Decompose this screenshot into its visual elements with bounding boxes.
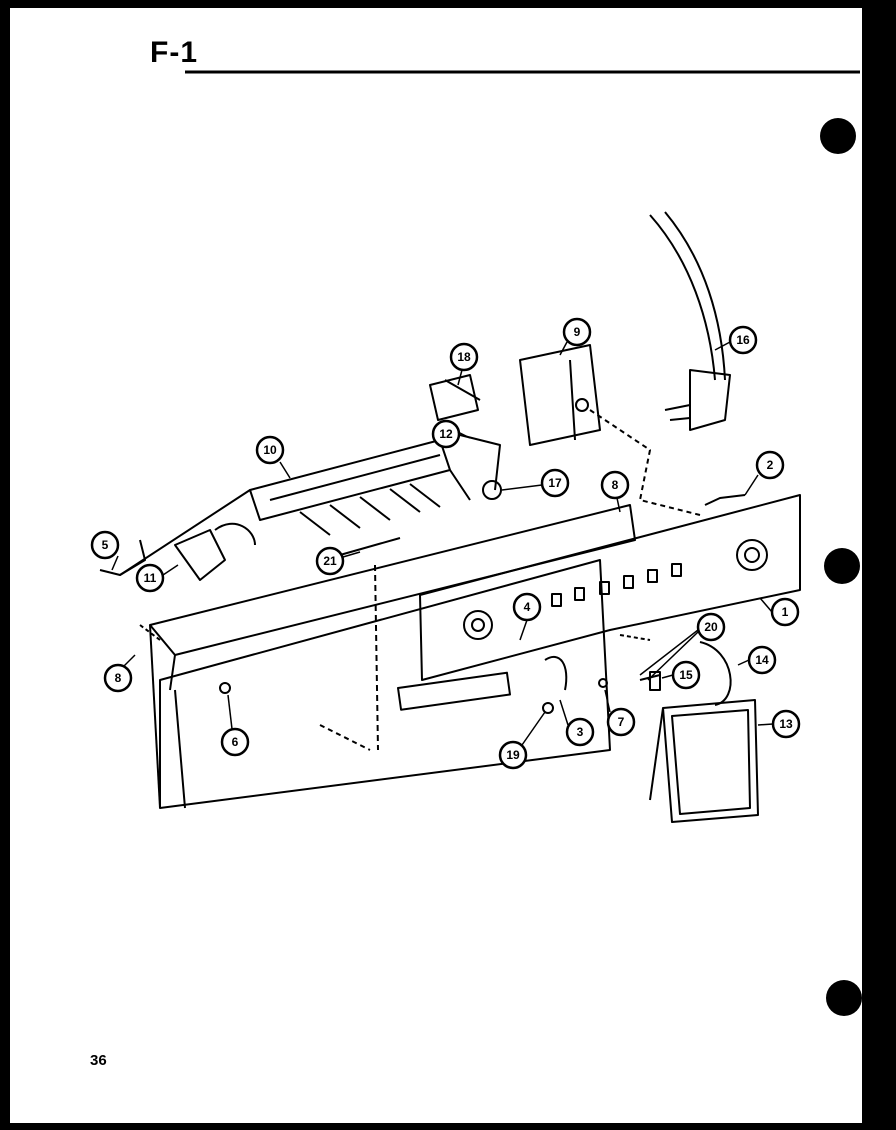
svg-text:7: 7 — [618, 715, 625, 729]
tube — [429, 374, 479, 421]
callout-7: 7 — [606, 707, 636, 737]
callout-5: 5 — [90, 530, 120, 560]
svg-text:4: 4 — [524, 600, 531, 614]
callout-11: 11 — [135, 563, 165, 593]
callout-3: 3 — [565, 717, 595, 747]
console-knob-left — [463, 610, 493, 640]
plug — [689, 369, 731, 431]
binder-hole-top — [820, 118, 856, 154]
timer-box — [519, 344, 601, 446]
front-plate — [159, 559, 611, 809]
console-knob-right — [736, 539, 768, 571]
svg-text:15: 15 — [679, 668, 693, 682]
console-knob-right-inner — [744, 547, 760, 563]
callout-12: 12 — [431, 419, 461, 449]
front-plate-lower — [174, 689, 186, 809]
frame-side — [149, 624, 161, 809]
page-number: 36 — [90, 1052, 107, 1069]
callout-2: 2 — [755, 450, 785, 480]
callout-21: 21 — [315, 546, 345, 576]
svg-text:14: 14 — [755, 653, 769, 667]
console-knob-left-inner — [471, 618, 485, 632]
svg-text:18: 18 — [457, 350, 471, 364]
lens-frame — [662, 699, 759, 823]
svg-text:11: 11 — [144, 571, 157, 585]
svg-text:1: 1 — [782, 605, 789, 619]
callout-14: 14 — [747, 645, 777, 675]
svg-text:17: 17 — [548, 476, 562, 490]
leader-lines — [111, 341, 774, 746]
svg-text:16: 16 — [736, 333, 750, 347]
dashed-vert — [374, 564, 379, 751]
callout-1: 1 — [770, 597, 800, 627]
frame-top — [119, 489, 251, 576]
callout-15: 15 — [671, 660, 701, 690]
timer-dashed — [589, 409, 701, 516]
svg-text:10: 10 — [263, 443, 277, 457]
console-face — [419, 494, 801, 681]
svg-text:8: 8 — [115, 671, 122, 685]
callout-6: 6 — [220, 727, 250, 757]
power-cord — [649, 214, 716, 381]
svg-text:12: 12 — [439, 427, 453, 441]
svg-text:2: 2 — [767, 458, 774, 472]
svg-text:8: 8 — [612, 478, 619, 492]
callout-13: 13 — [771, 709, 801, 739]
callout-markers: 1 2 3 4 5 6 7 8 8 9 10 11 12 13 14 15 16… — [90, 317, 801, 770]
callout-20: 20 — [696, 612, 726, 642]
back-panel-edge — [169, 654, 176, 691]
control-panel-assembly — [99, 211, 801, 823]
svg-text:3: 3 — [577, 725, 584, 739]
callout-16: 16 — [728, 325, 758, 355]
svg-text:6: 6 — [232, 735, 239, 749]
callout-8-panel: 8 — [600, 470, 630, 500]
front-plate-slot — [397, 671, 511, 711]
lamp-shield — [699, 641, 732, 706]
page-title: F-1 — [150, 36, 198, 69]
svg-text:9: 9 — [574, 325, 581, 339]
binder-hole-bottom — [826, 980, 862, 1016]
svg-text:13: 13 — [779, 717, 793, 731]
svg-text:21: 21 — [323, 554, 337, 568]
svg-text:20: 20 — [704, 620, 718, 634]
callout-9: 9 — [562, 317, 592, 347]
callout-19: 19 — [498, 740, 528, 770]
svg-text:5: 5 — [102, 538, 109, 552]
callout-10: 10 — [255, 435, 285, 465]
callout-8-left: 8 — [103, 663, 133, 693]
callout-18: 18 — [449, 342, 479, 372]
callout-17: 17 — [540, 468, 570, 498]
back-panel — [149, 504, 636, 656]
callout-4: 4 — [512, 592, 542, 622]
svg-text:19: 19 — [506, 748, 520, 762]
binder-hole-middle — [824, 548, 860, 584]
